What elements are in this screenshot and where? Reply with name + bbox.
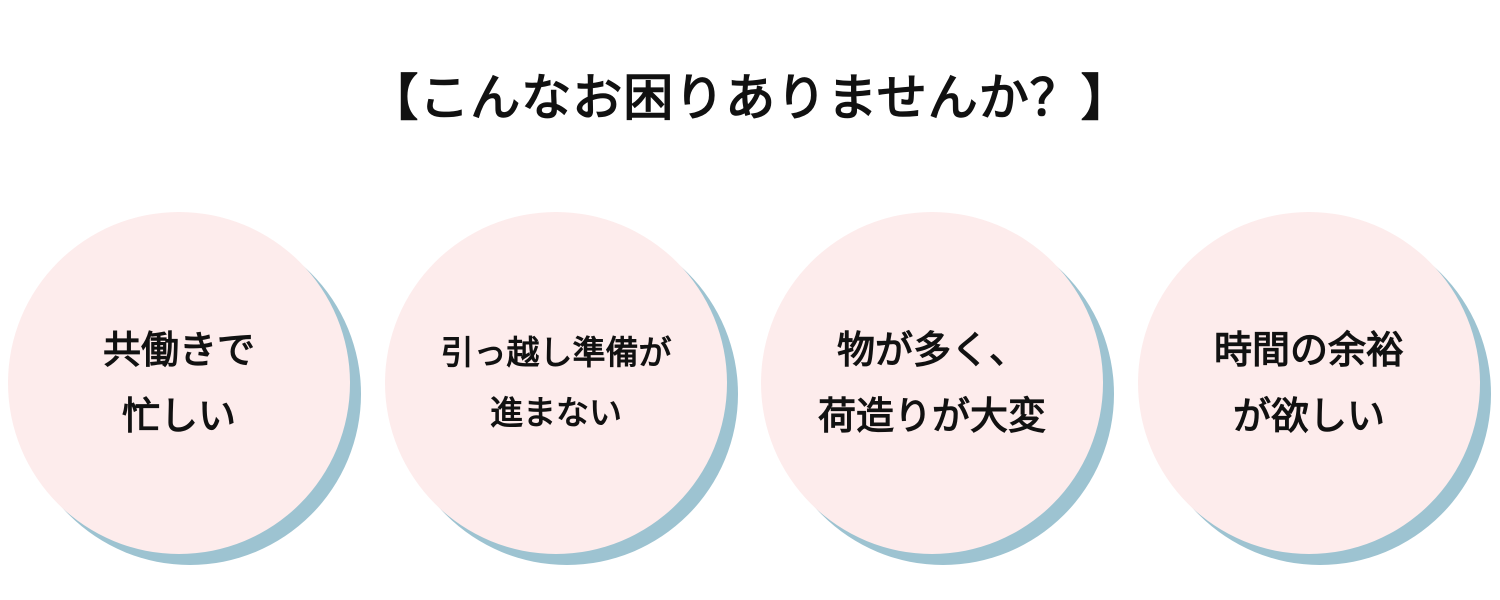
concern-text-line: 時間の余裕 [1213, 328, 1404, 372]
concern-text-line: が欲しい [1232, 394, 1385, 438]
concern-text-line: 進まない [490, 393, 622, 432]
concern-circle-3: 物が多く、 荷造りが大変 [761, 212, 1115, 566]
circle-body: 引っ越し準備が 進まない [385, 212, 727, 554]
concern-text-line: 忙しい [121, 394, 236, 438]
concern-text-line: 物が多く、 [836, 328, 1027, 372]
circle-body: 時間の余裕 が欲しい [1138, 212, 1480, 554]
concern-text-line: 荷造りが大変 [817, 394, 1046, 438]
concern-circle-4: 時間の余裕 が欲しい [1138, 212, 1492, 566]
circle-body: 共働きで 忙しい [8, 212, 350, 554]
concern-text-line: 共働きで [102, 328, 255, 372]
concern-circle-2: 引っ越し準備が 進まない [385, 212, 739, 566]
page-title: 【こんなお困りありませんか？】 [368, 69, 1132, 127]
circle-body: 物が多く、 荷造りが大変 [761, 212, 1103, 554]
concern-circle-1: 共働きで 忙しい [8, 212, 362, 566]
concern-text-line: 引っ越し準備が [440, 333, 672, 372]
